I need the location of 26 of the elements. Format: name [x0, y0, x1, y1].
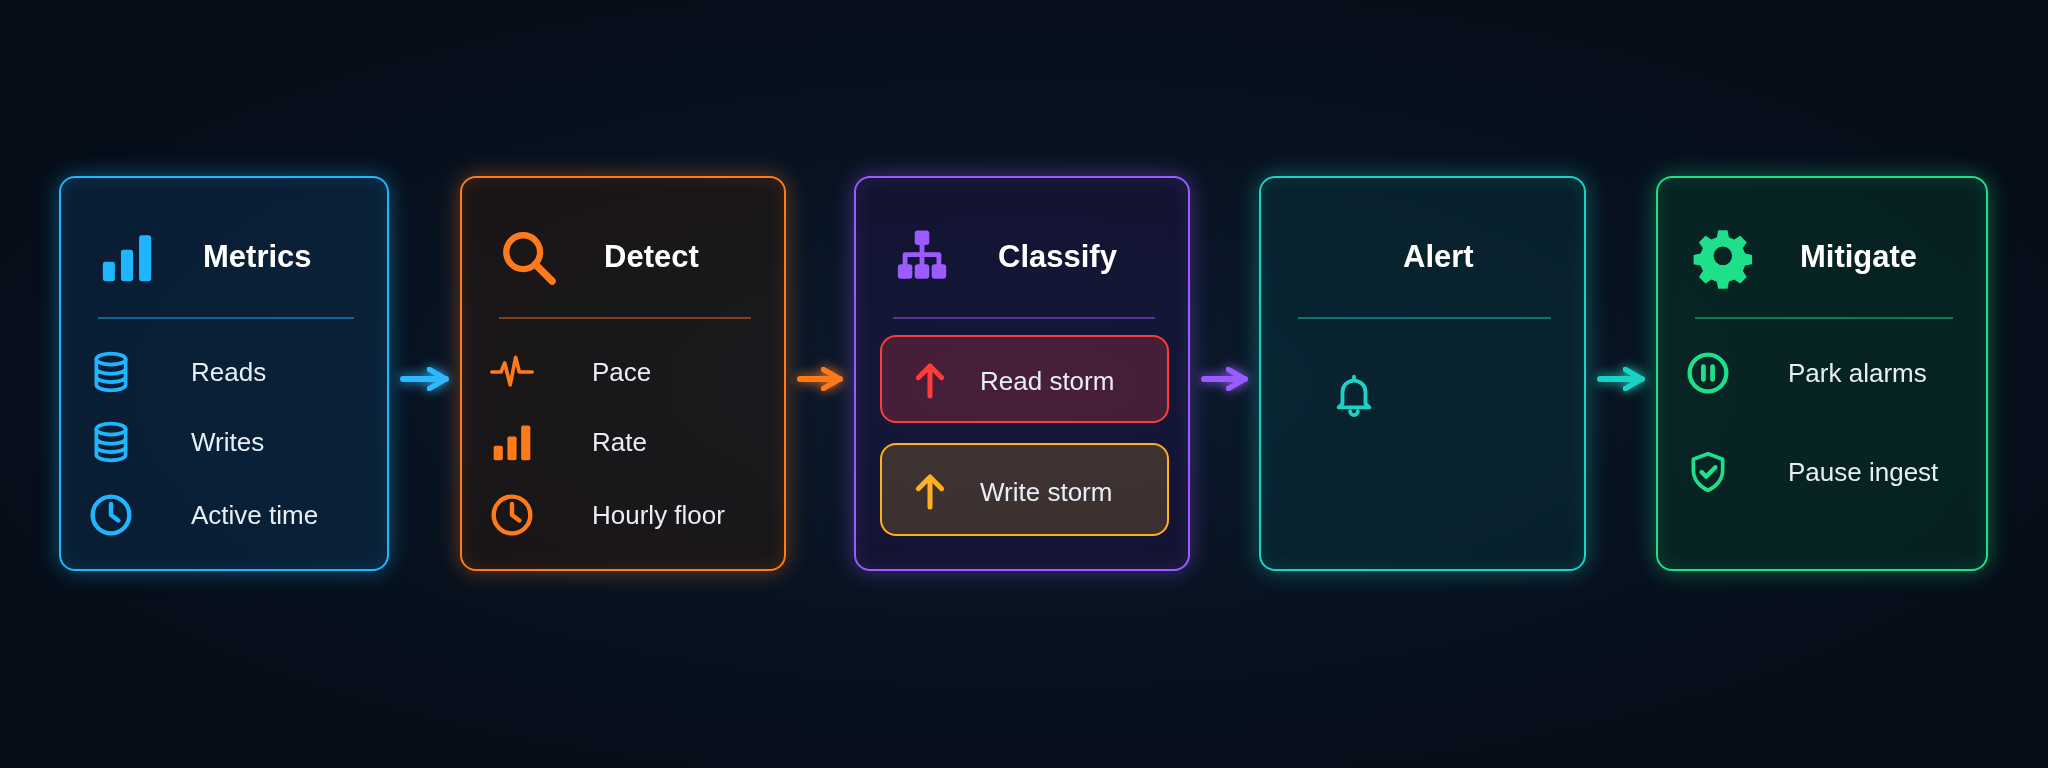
stage-heading: Alert — [1403, 239, 1474, 275]
metric-label: Active time — [191, 499, 319, 531]
stage-heading: Classify — [998, 239, 1117, 275]
stage-heading: Mitigate — [1800, 239, 1918, 275]
arrow — [1201, 366, 1248, 392]
stage-heading: Detect — [604, 239, 699, 275]
stage-heading: Metrics — [203, 239, 312, 275]
arrow — [1597, 366, 1645, 392]
stage-card — [1259, 176, 1586, 571]
metric-label: Pace — [592, 356, 652, 388]
arrow — [797, 366, 843, 392]
stage-card — [59, 176, 389, 571]
category-box — [880, 443, 1169, 536]
category-label: Read storm — [980, 365, 1115, 397]
metric-label: Park alarms — [1788, 357, 1927, 389]
metric-label: Writes — [191, 426, 265, 458]
metric-label: Hourly floor — [592, 499, 725, 531]
category-label: Write storm — [980, 476, 1113, 507]
stage-card — [854, 176, 1190, 571]
metric-label: Rate — [592, 426, 647, 458]
stage-card — [460, 176, 786, 571]
category-box — [880, 335, 1169, 423]
arrow — [400, 366, 449, 392]
stage-card — [1656, 176, 1988, 571]
metric-label: Reads — [191, 356, 267, 388]
metric-label: Pause ingest — [1788, 456, 1939, 488]
